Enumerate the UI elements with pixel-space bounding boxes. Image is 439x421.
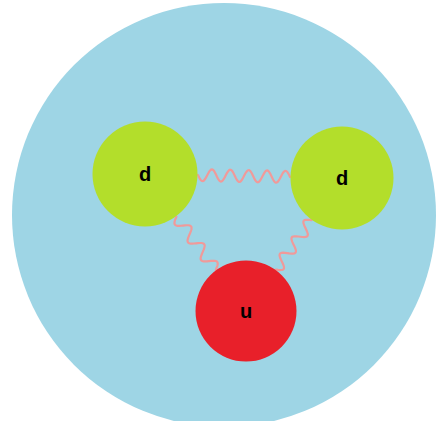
quark-label: u xyxy=(240,301,252,321)
quark-circle: d xyxy=(92,121,198,227)
quark-circle: d xyxy=(290,126,394,230)
gluon-line xyxy=(276,220,312,270)
quark-fill xyxy=(291,127,394,230)
quark-label: d xyxy=(336,168,348,188)
quark-fill xyxy=(196,261,297,362)
quark-fill xyxy=(93,122,198,227)
gluon-line xyxy=(174,217,217,270)
quark-label: d xyxy=(139,164,151,184)
neutron-circle xyxy=(12,3,436,421)
gluon-line xyxy=(198,169,290,182)
quark-circle: u xyxy=(195,260,297,362)
